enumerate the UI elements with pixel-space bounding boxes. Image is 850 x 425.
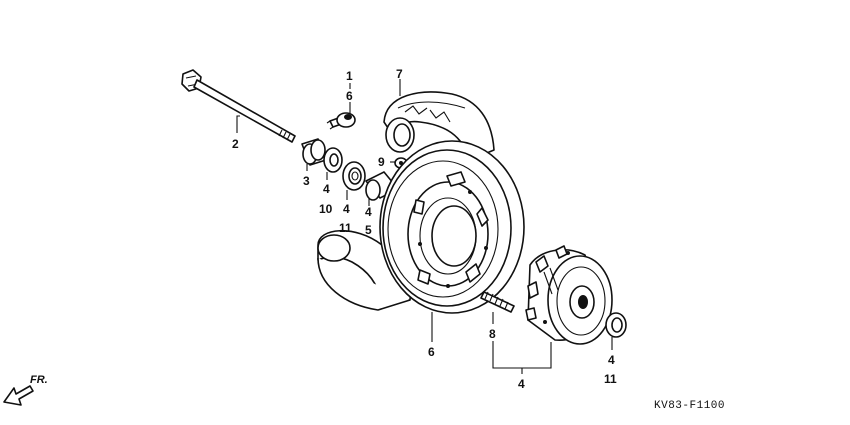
hub-drum [525, 245, 613, 345]
callout-4-right: 4 [608, 353, 615, 367]
callout-4-group: 4 [518, 377, 525, 391]
bearing-right [605, 312, 627, 338]
callout-10: 10 [319, 202, 333, 216]
callout-8: 8 [489, 327, 496, 341]
stud-bolt-8 [480, 291, 515, 313]
callout-11-right: 11 [604, 372, 617, 386]
callout-3: 3 [303, 174, 310, 188]
front-direction-label: FR. [30, 374, 48, 386]
tube-upper [383, 91, 495, 161]
wheel-rim [379, 140, 525, 314]
callout-1: 1 [346, 69, 353, 83]
callout-6-top: 6 [346, 89, 353, 103]
callout-4-b: 4 [343, 202, 350, 216]
callout-11-a: 11 [339, 221, 352, 235]
callout-labels: 1 6 7 2 9 3 4 10 4 11 4 5 8 6 4 4 11 [232, 67, 617, 391]
tube-lower [317, 229, 412, 311]
callout-2: 2 [232, 137, 239, 151]
dust-seal-10 [323, 147, 343, 173]
callout-4-c: 4 [365, 205, 372, 219]
callout-7: 7 [396, 67, 403, 81]
axle-bolt [181, 69, 296, 143]
leader-lines [236, 79, 613, 374]
drawing-code: KV83-F1100 [654, 400, 725, 412]
bearing-11 [342, 161, 366, 191]
front-direction-arrow: FR. [3, 374, 48, 406]
callout-6-wheel: 6 [428, 345, 435, 359]
collar-3 [301, 138, 327, 166]
callout-4-a: 4 [323, 182, 330, 196]
callout-9: 9 [378, 155, 385, 169]
tire-valve [326, 112, 356, 130]
callout-5: 5 [365, 223, 372, 237]
